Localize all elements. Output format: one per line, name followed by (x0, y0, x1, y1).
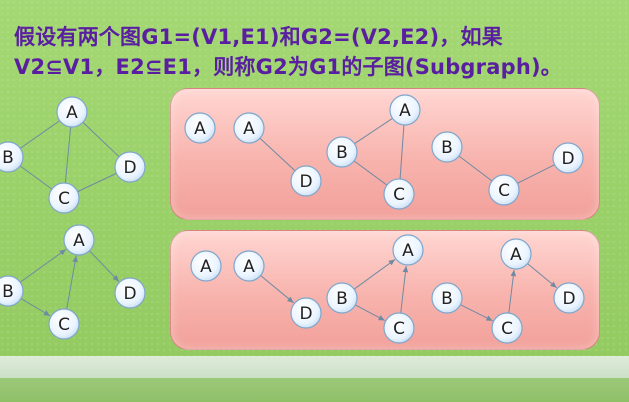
directed-subgraph-4-node-a: A (500, 238, 532, 270)
directed-subgraph-4-edge-C-A (508, 269, 517, 314)
svg-text:B: B (336, 143, 348, 163)
undirected-subgraph-3-node-b: B (326, 136, 358, 168)
svg-text:C: C (58, 189, 70, 209)
undirected-g1-edge-A-C (64, 126, 72, 184)
svg-text:D: D (562, 289, 575, 309)
svg-text:C: C (58, 315, 70, 335)
undirected-g1-edge-B-C (19, 165, 53, 190)
undirected-subgraph-4-edge-C-D (517, 164, 555, 184)
directed-subgraph-3-edge-B-C (355, 304, 386, 321)
svg-text:D: D (123, 158, 136, 178)
svg-text:A: A (243, 257, 255, 277)
undirected-g1-edge-C-D (77, 172, 117, 193)
undirected-subgraph-2-node-a: A (233, 112, 265, 144)
directed-subgraph-2-node-a: A (233, 250, 265, 282)
undirected-subgraph-3-edge-A-B (354, 117, 393, 145)
svg-text:B: B (441, 289, 453, 309)
svg-text:D: D (561, 149, 574, 169)
directed-subgraph-4-node-b: B (431, 282, 463, 314)
undirected-subgraph-1-node-a: A (184, 112, 216, 144)
svg-text:A: A (243, 119, 255, 139)
svg-text:C: C (498, 181, 510, 201)
undirected-g1-node-d: D (114, 151, 146, 183)
directed-subgraph-2-edge-A-D (260, 275, 294, 304)
svg-text:C: C (393, 319, 405, 339)
definition-line-1: 假设有两个图G1=(V1,E1)和G2=(V2,E2)，如果 (14, 25, 503, 49)
directed-g1-node-b: B (0, 275, 24, 307)
svg-text:C: C (393, 185, 405, 205)
undirected-subgraph-4-node-b: B (431, 131, 463, 163)
svg-text:B: B (2, 282, 14, 302)
directed-g1-edge-B-C (20, 298, 51, 317)
directed-subgraph-4-edge-A-D (527, 263, 558, 289)
undirected-g1-node-b: B (0, 141, 24, 173)
undirected-subgraph-3-node-c: C (383, 178, 415, 210)
definition-line-2: V2⊆V1，E2⊆E1，则称G2为G1的子图(Subgraph)。 (14, 55, 562, 79)
directed-g1-edge-B-A (19, 248, 67, 283)
undirected-subgraph-3-node-a: A (389, 94, 421, 126)
undirected-g1-edge-A-B (19, 120, 61, 149)
bottom-strip (0, 378, 629, 402)
directed-subgraph-4-node-d: D (553, 282, 585, 314)
svg-text:D: D (299, 304, 312, 324)
directed-g1-node-d: D (114, 277, 146, 309)
svg-text:B: B (336, 289, 348, 309)
svg-text:D: D (299, 172, 312, 192)
svg-text:A: A (200, 257, 212, 277)
svg-text:A: A (73, 231, 85, 251)
svg-text:D: D (123, 284, 136, 304)
svg-text:B: B (2, 148, 14, 168)
svg-text:B: B (441, 138, 453, 158)
svg-text:C: C (501, 319, 513, 339)
svg-text:A: A (194, 119, 206, 139)
directed-subgraph-1-node-a: A (190, 250, 222, 282)
directed-subgraph-4-node-c: C (491, 312, 523, 344)
undirected-subgraph-3-edge-A-C (399, 124, 405, 180)
directed-g1-edge-C-A (66, 255, 78, 310)
directed-subgraph-4-edge-B-C (460, 304, 493, 322)
undirected-subgraph-4-node-c: C (488, 174, 520, 206)
svg-text:A: A (399, 101, 411, 121)
bottom-highlight-bar (0, 356, 629, 378)
undirected-g1-node-a: A (56, 96, 88, 128)
directed-g1-node-a: A (63, 224, 95, 256)
undirected-subgraph-2-edge-A-D (259, 137, 296, 172)
directed-subgraph-3-node-a: A (392, 234, 424, 266)
definition-text: 假设有两个图G1=(V1,E1)和G2=(V2,E2)，如果 V2⊆V1，E2⊆… (14, 22, 614, 82)
svg-text:A: A (66, 103, 78, 123)
directed-subgraph-3-edge-C-A (400, 265, 409, 314)
svg-text:A: A (510, 245, 522, 265)
undirected-subgraph-4-edge-B-C (458, 155, 493, 182)
svg-text:A: A (402, 241, 414, 261)
directed-subgraph-3-edge-B-A (353, 259, 396, 290)
undirected-subgraph-3-edge-B-C (353, 160, 388, 186)
undirected-g1-edge-A-D (82, 121, 120, 158)
directed-g1-edge-A-D (89, 250, 120, 282)
directed-subgraph-2-node-d: D (290, 297, 322, 329)
directed-subgraph-3-node-c: C (383, 312, 415, 344)
directed-g1-node-c: C (48, 308, 80, 340)
undirected-g1-node-c: C (48, 182, 80, 214)
undirected-subgraph-4-node-d: D (552, 142, 584, 174)
directed-subgraph-3-node-b: B (326, 282, 358, 314)
undirected-subgraph-2-node-d: D (290, 165, 322, 197)
